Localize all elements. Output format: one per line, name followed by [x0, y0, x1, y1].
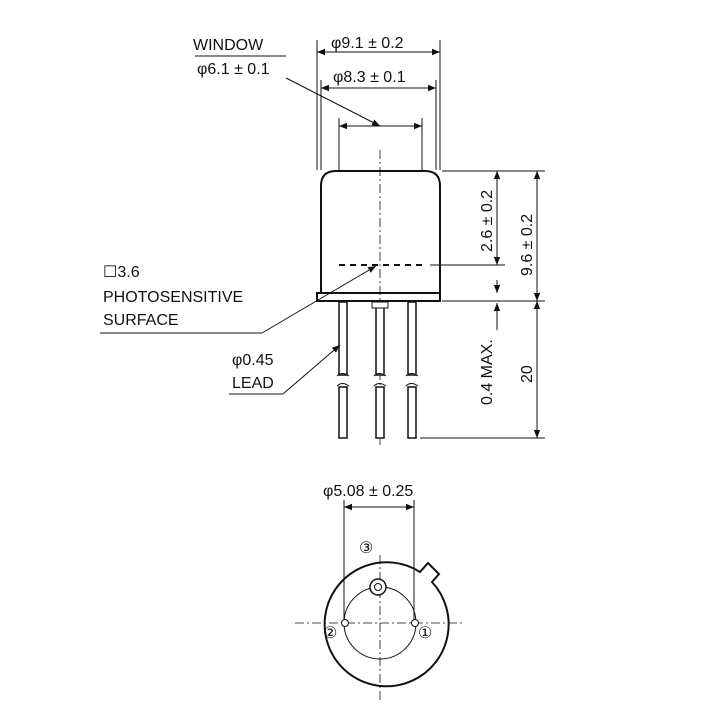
outer-diameter-label: φ9.1 ± 0.2 — [331, 35, 404, 52]
lead-center-upper — [375, 301, 385, 376]
lead-right-upper — [407, 301, 417, 376]
window-diameter-label: φ6.1 ± 0.1 — [197, 61, 270, 78]
pin-2 — [341, 619, 349, 627]
lead-label: LEAD — [232, 375, 274, 392]
pin-3-core — [374, 583, 382, 591]
bottom-body-outline — [323, 561, 450, 688]
pin-2-number: ② — [323, 625, 337, 642]
height-total-label: 9.6 ± 0.2 — [519, 214, 536, 276]
lead-right-lower — [407, 386, 417, 439]
pin-1-number: ① — [418, 625, 432, 642]
pin-3-number: ③ — [359, 540, 373, 557]
window-label: WINDOW — [193, 37, 264, 54]
lead-length-label: 20 — [519, 365, 536, 383]
lead-diameter-label: φ0.45 — [232, 352, 274, 369]
lead-center-lower — [375, 386, 385, 439]
cap-outline — [320, 170, 441, 293]
pin-circle-label: φ5.08 ± 0.25 — [323, 483, 413, 500]
photosensitive-label: PHOTOSENSITIVE — [103, 289, 243, 306]
surface-size-label: ☐3.6 — [103, 264, 140, 281]
surface-label: SURFACE — [103, 312, 179, 329]
pin-1 — [411, 619, 419, 627]
lead-center-shoulder — [371, 301, 389, 309]
inner-diameter-label: φ8.3 ± 0.1 — [333, 69, 406, 86]
flange-max-label: 0.4 MAX. — [479, 339, 496, 405]
lead-left-upper — [338, 301, 348, 376]
lead-left-lower — [338, 386, 348, 439]
height-surface-label: 2.6 ± 0.2 — [479, 190, 496, 252]
flange — [316, 292, 441, 302]
